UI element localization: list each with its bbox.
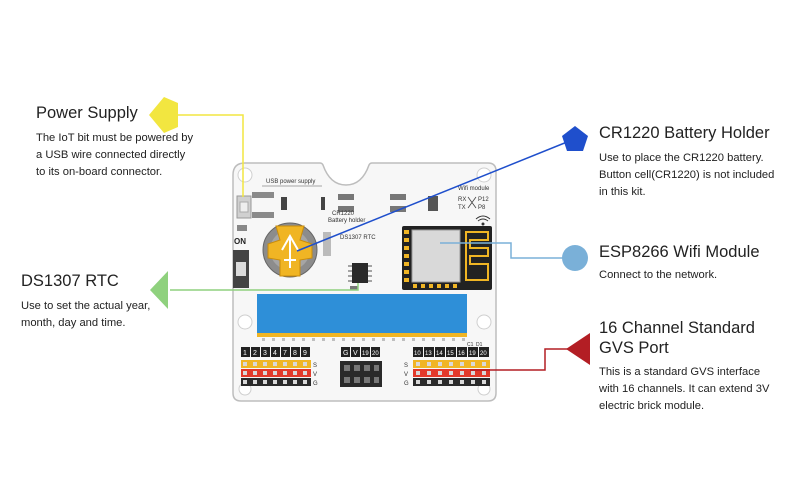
svg-text:V: V bbox=[353, 350, 358, 357]
battery-desc: Use to place the CR1220 battery. Button … bbox=[599, 152, 775, 198]
rtc-pointer bbox=[150, 271, 168, 309]
left-pin-labels: 1 2 3 4 7 8 9 bbox=[241, 347, 310, 357]
on-label: ON bbox=[234, 237, 246, 246]
svg-text:4: 4 bbox=[273, 350, 277, 357]
wifi-leader-line bbox=[440, 242, 565, 259]
mount-hole bbox=[237, 167, 253, 183]
wifi-desc: Connect to the network. bbox=[599, 269, 718, 281]
wifi-title: ESP8266 Wifi Module bbox=[599, 243, 760, 261]
middle-header: G V 19 20 bbox=[340, 347, 382, 387]
svg-text:C1: C1 bbox=[467, 342, 474, 348]
power-desc: The IoT bit must be powered by a USB wir… bbox=[36, 132, 194, 178]
svg-text:13: 13 bbox=[425, 351, 432, 357]
rtc-label: DS1307 RTC bbox=[340, 235, 376, 241]
wifi-label: Wifi module bbox=[458, 186, 490, 192]
svg-text:19: 19 bbox=[362, 351, 369, 357]
svg-text:20: 20 bbox=[480, 351, 487, 357]
wifi-pointer bbox=[562, 245, 588, 271]
wifi-icon bbox=[475, 215, 491, 226]
power-pointer bbox=[149, 97, 178, 133]
power-title: Power Supply bbox=[36, 104, 138, 122]
gvs-pointer bbox=[566, 333, 590, 365]
mount-hole bbox=[237, 314, 253, 330]
gvs-leader-line bbox=[470, 348, 575, 371]
svg-text:G: G bbox=[343, 350, 348, 357]
svg-text:10: 10 bbox=[414, 351, 421, 357]
left-gvs-header: 1 2 3 4 7 8 9 S V G bbox=[241, 347, 318, 387]
battery-title: CR1220 Battery Holder bbox=[599, 124, 770, 142]
svg-text:1: 1 bbox=[243, 350, 247, 357]
mount-hole bbox=[476, 314, 492, 330]
battery-pointer bbox=[562, 126, 588, 151]
svg-text:2: 2 bbox=[253, 350, 257, 357]
rtc-title: DS1307 RTC bbox=[21, 272, 119, 290]
svg-text:G: G bbox=[313, 381, 318, 387]
svg-text:9: 9 bbox=[303, 350, 307, 357]
svg-text:D1: D1 bbox=[476, 342, 483, 348]
rtc-leader-line bbox=[170, 283, 359, 291]
rtc-chip bbox=[352, 263, 368, 283]
svg-text:7: 7 bbox=[283, 350, 287, 357]
tx-label: TX bbox=[458, 205, 466, 211]
gvs-title: 16 Channel Standard GVS Port bbox=[599, 319, 755, 357]
svg-text:19: 19 bbox=[469, 351, 476, 357]
svg-text:S: S bbox=[404, 363, 408, 369]
usb-label: USB power supply bbox=[266, 179, 315, 185]
rtc-desc: Use to set the actual year, month, day a… bbox=[21, 300, 151, 329]
svg-text:V: V bbox=[313, 372, 317, 378]
svg-text:15: 15 bbox=[447, 351, 454, 357]
svg-text:G: G bbox=[404, 381, 409, 387]
svg-text:8: 8 bbox=[293, 350, 297, 357]
svg-text:14: 14 bbox=[436, 351, 443, 357]
svg-text:V: V bbox=[404, 372, 408, 378]
svg-text:3: 3 bbox=[263, 350, 267, 357]
battery-leader-line bbox=[296, 139, 573, 252]
svg-text:16: 16 bbox=[458, 351, 465, 357]
svg-text:S: S bbox=[313, 363, 317, 369]
battery-label-1: CR1220 bbox=[332, 211, 355, 217]
p12-label: P12 bbox=[478, 197, 489, 203]
svg-text:20: 20 bbox=[372, 351, 379, 357]
edge-connector bbox=[257, 294, 467, 336]
power-leader-line bbox=[170, 114, 244, 197]
battery-label-2: Battery holder bbox=[328, 218, 365, 224]
gvs-desc: This is a standard GVS interface with 16… bbox=[599, 366, 770, 412]
rx-label: RX bbox=[458, 197, 466, 203]
p8-label: P8 bbox=[478, 205, 486, 211]
right-gvs-header: C1 D1 10 13 14 15 16 19 20 S V G bbox=[404, 342, 490, 387]
